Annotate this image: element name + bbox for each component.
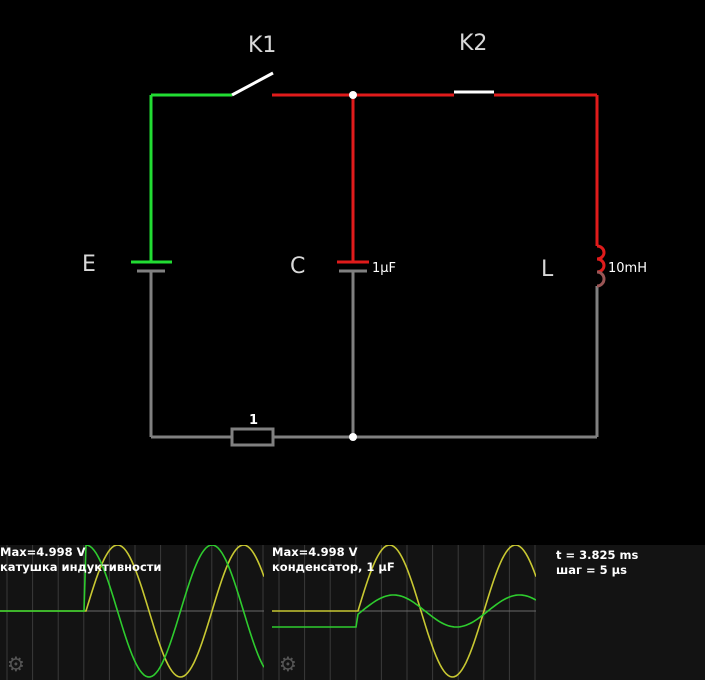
inductor-coil-upper[interactable] (596, 244, 606, 274)
scope-trace-current (272, 545, 536, 678)
scope-capacitor-gear-icon[interactable]: ⚙ (279, 652, 297, 676)
junction-bottom[interactable] (349, 433, 357, 441)
label-k1: K1 (248, 33, 277, 58)
capacitor-value: 1μF (372, 261, 397, 276)
inductor-coil-lower[interactable] (596, 270, 606, 288)
scope-capacitor-plot (272, 545, 536, 680)
scope-capacitor-max: Max=4.998 V (272, 545, 358, 559)
label-k2: K2 (459, 31, 488, 56)
scope-inductor-gear-icon[interactable]: ⚙ (7, 652, 25, 676)
label-battery-e: E (82, 252, 96, 277)
scope-capacitor[interactable]: Max=4.998 V конденсатор, 1 μF ⚙ (272, 545, 536, 680)
scope-trace-voltage (272, 594, 536, 628)
scope-inductor[interactable]: Max=4.998 V катушка индуктивности ⚙ (0, 545, 264, 680)
scope-capacitor-label: конденсатор, 1 μF (272, 560, 395, 574)
label-capacitor-c: C (290, 254, 306, 279)
resistor-value: 1 (249, 413, 259, 428)
resistor[interactable] (230, 427, 275, 447)
scope-trace-voltage (0, 545, 264, 678)
scope-inductor-info: Max=4.998 V катушка индуктивности (0, 545, 162, 575)
scope-inductor-plot (0, 545, 264, 680)
scope-panel: Max=4.998 V катушка индуктивности ⚙ Max=… (0, 545, 705, 680)
label-inductor-l: L (541, 257, 554, 282)
switch-k1[interactable] (231, 71, 274, 97)
scope-inductor-label: катушка индуктивности (0, 560, 162, 574)
time-value: t = 3.825 ms (556, 548, 639, 562)
scope-inductor-max: Max=4.998 V (0, 545, 86, 559)
scope-capacitor-info: Max=4.998 V конденсатор, 1 μF (272, 545, 395, 575)
inductor-value: 10mH (608, 261, 647, 276)
junction-top[interactable] (349, 91, 357, 99)
circuit-canvas[interactable] (0, 0, 705, 545)
time-info: t = 3.825 ms шаг = 5 μs (556, 548, 638, 578)
time-step: шаг = 5 μs (556, 563, 627, 577)
